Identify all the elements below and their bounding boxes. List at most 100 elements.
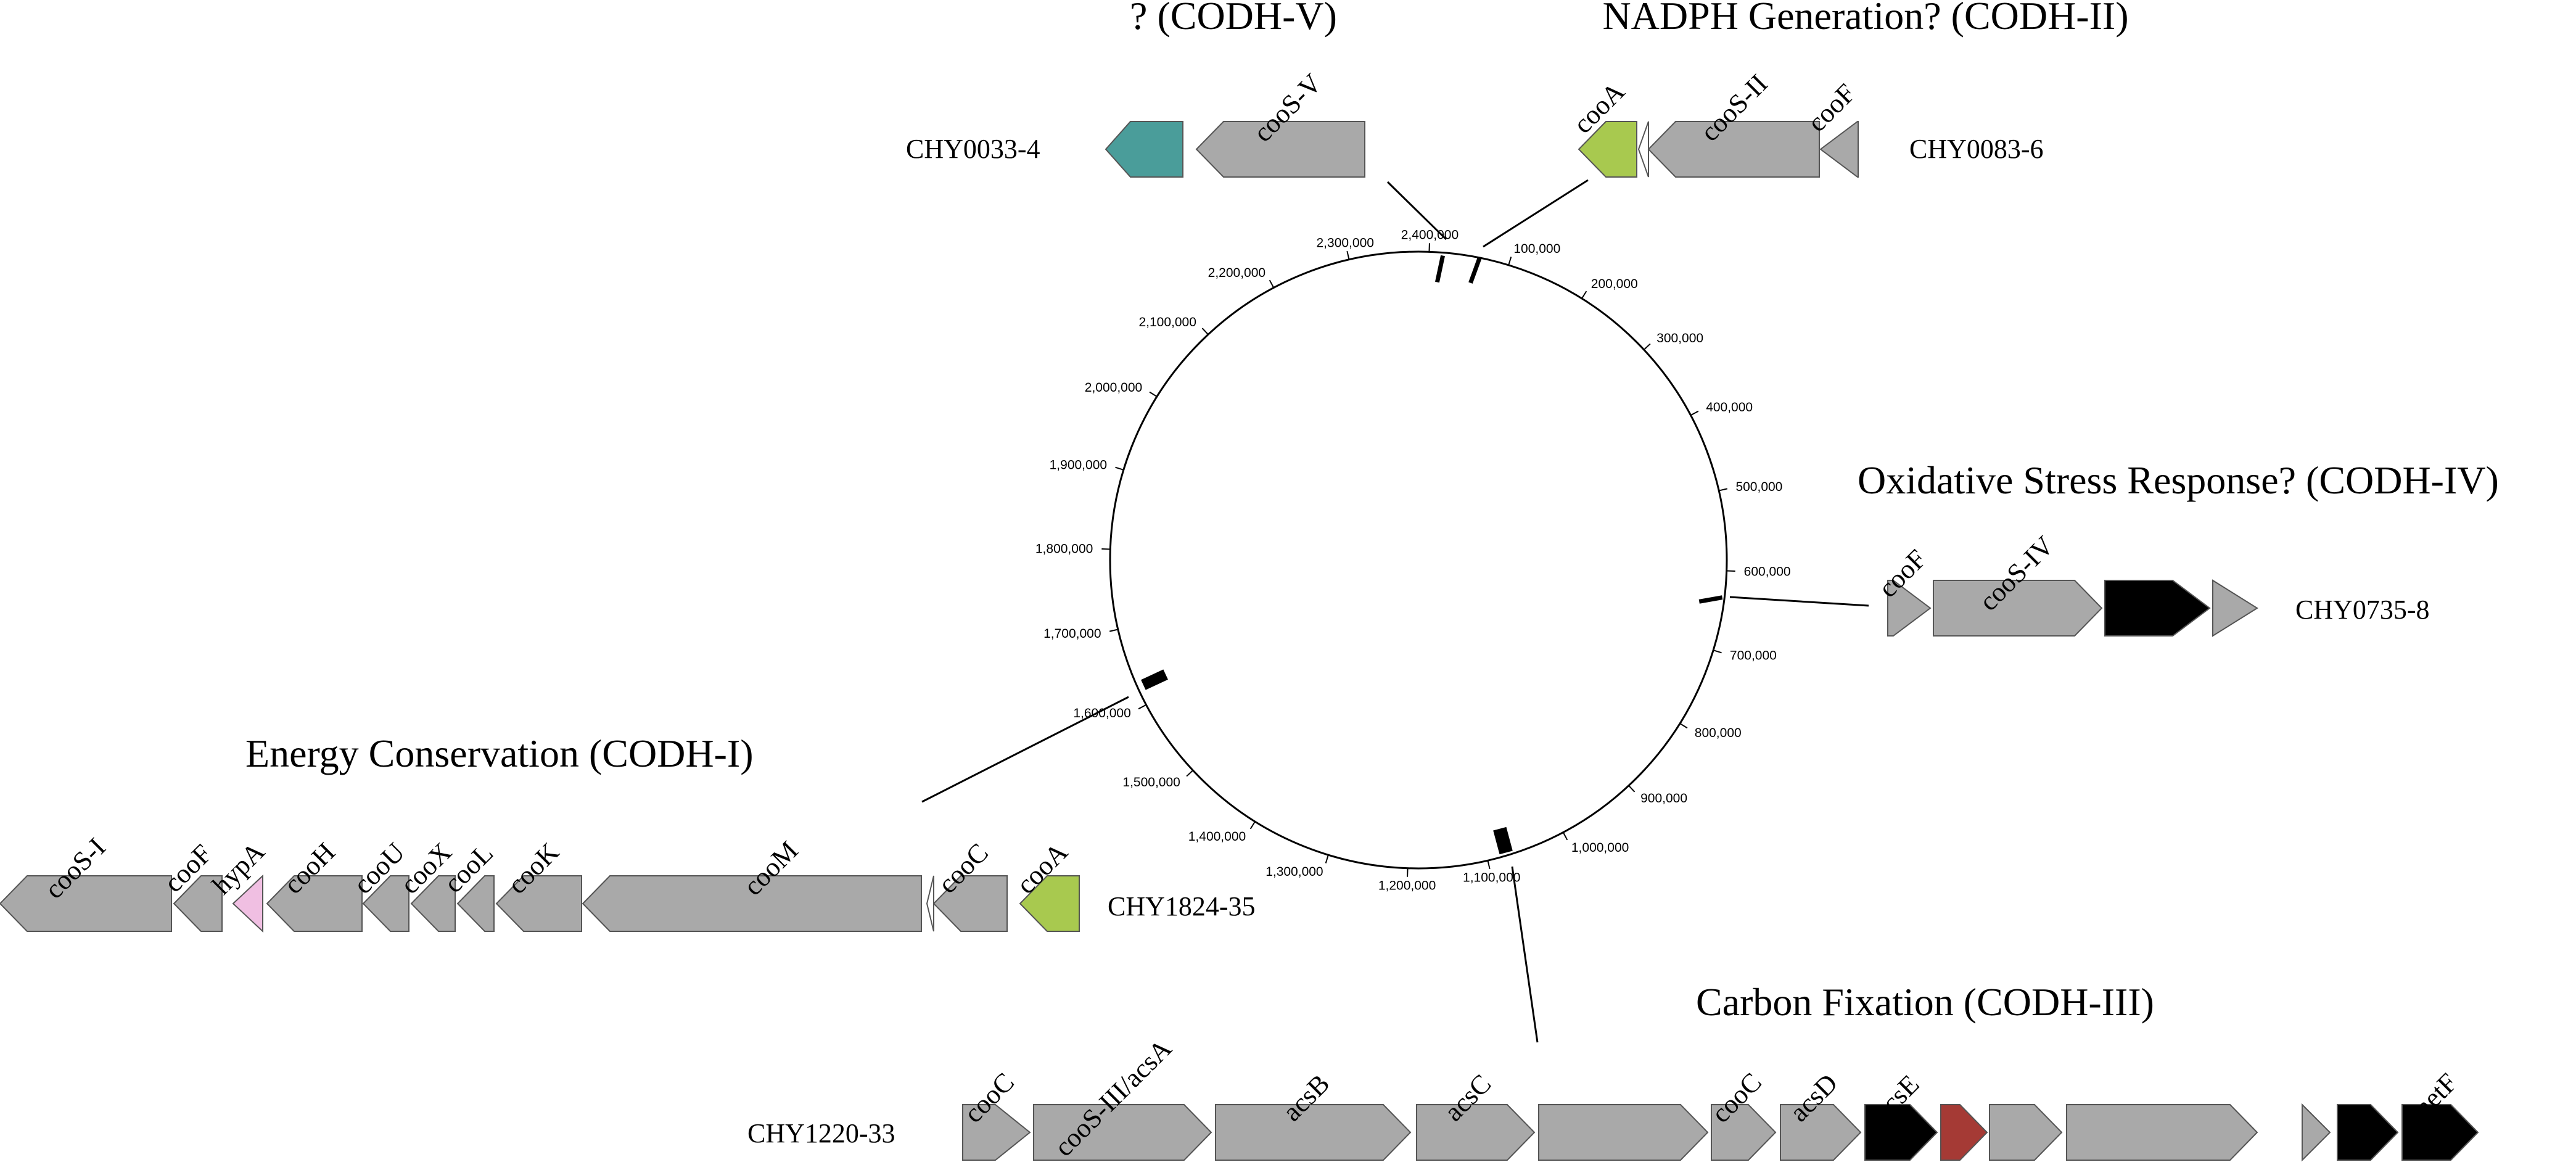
genome-tick-label: 1,200,000 — [1378, 879, 1436, 893]
gene-acsd-arrow — [1780, 1104, 1862, 1161]
connector-codh-v — [1386, 181, 1447, 241]
unlabeled-gene-arrow — [1637, 121, 1649, 178]
genome-tick — [1643, 343, 1651, 350]
connector-codh-ii — [1483, 179, 1589, 248]
gene-cooa-arrow — [1019, 875, 1080, 932]
genome-tick — [1186, 770, 1194, 777]
unlabeled-gene-arrow — [926, 875, 934, 932]
genome-tick — [1149, 391, 1158, 397]
genome-tick-label: 1,700,000 — [1043, 627, 1101, 641]
genome-tick-label: 1,900,000 — [1050, 458, 1107, 472]
gene-coof-arrow — [1887, 580, 1932, 637]
cluster-codh-iv: Oxidative Stress Response? (CODH-IV) CHY… — [1858, 458, 2499, 637]
marker-codh-v — [1435, 255, 1445, 283]
cluster-title-codh-iii: Carbon Fixation (CODH-III) — [1696, 980, 2154, 1024]
cluster-codh-ii: NADPH Generation? (CODH-II) CHY0083-6 co… — [1568, 0, 2129, 178]
marker-codh-iii — [1493, 826, 1513, 855]
genome-tick-label: 2,100,000 — [1138, 315, 1196, 329]
connector-codh-iii — [1511, 866, 1539, 1043]
genome-tick-label: 2,400,000 — [1401, 228, 1459, 242]
cluster-codh-i: Energy Conservation (CODH-I) CHY1824-35 … — [0, 731, 1256, 933]
unlabeled-gene-arrow — [1940, 1104, 1988, 1161]
genome-tick-label: 500,000 — [1735, 480, 1782, 494]
genome-tick — [1115, 466, 1124, 471]
gene-coom-arrow — [582, 875, 922, 932]
gene-coos-i-arrow — [0, 875, 172, 932]
genome-tick-label: 1,100,000 — [1463, 870, 1520, 884]
gene-coof-arrow — [173, 875, 223, 932]
gene-coos-iv-arrow — [1933, 580, 2103, 637]
cluster-codh-v: ? (CODH-V) CHY0033-4 cooS-V — [906, 0, 1365, 178]
marker-codh-iv — [1698, 595, 1723, 604]
cluster-title-codh-v: ? (CODH-V) — [1130, 0, 1337, 38]
marker-codh-ii — [1468, 257, 1482, 284]
unlabeled-gene-arrow — [2212, 579, 2258, 637]
marker-codh-i — [1141, 669, 1168, 690]
genome-tick-label: 2,000,000 — [1085, 381, 1142, 395]
circular-genome: 2,400,000 100,000 200,000 300,000 400,000 500… — [1035, 228, 1791, 892]
genome-tick-label: 1,600,000 — [1073, 706, 1130, 720]
gene-acse-arrow — [1864, 1104, 1938, 1161]
genome-tick — [1109, 628, 1119, 632]
unlabeled-gene-arrow — [2066, 1104, 2258, 1161]
genome-tick-label: 700,000 — [1730, 648, 1777, 662]
genome-tick — [1325, 854, 1329, 863]
locus-label-codh-ii: CHY0083-6 — [1909, 134, 2044, 164]
genome-tick-label: 1,800,000 — [1035, 542, 1093, 556]
unlabeled-gene-arrow — [2337, 1104, 2399, 1161]
genome-tick-label: 1,300,000 — [1265, 865, 1323, 879]
genome-tick — [1138, 704, 1146, 710]
connector-codh-iv — [1729, 596, 1869, 607]
genome-tick — [1487, 860, 1491, 870]
genome-tick — [1269, 279, 1275, 288]
genome-tick — [1346, 250, 1350, 260]
genome-tick-label: 400,000 — [1706, 400, 1753, 414]
cluster-title-codh-ii: NADPH Generation? (CODH-II) — [1602, 0, 2128, 38]
locus-label-codh-iv: CHY0735-8 — [2295, 595, 2430, 625]
genome-tick — [1508, 257, 1512, 266]
genome-tick-label: 200,000 — [1591, 277, 1638, 291]
genome-tick-label: 600,000 — [1744, 564, 1791, 579]
genome-circle — [1109, 250, 1728, 870]
genome-tick-labels: 2,400,000 100,000 200,000 300,000 400,000 500… — [1035, 228, 1791, 892]
gene-cooc-arrow — [932, 875, 1008, 932]
genome-tick-label: 1,000,000 — [1571, 841, 1629, 855]
genome-tick-label: 1,400,000 — [1188, 830, 1246, 844]
gene-cooh-arrow — [266, 875, 363, 932]
gene-coos-ii-arrow — [1647, 121, 1820, 178]
genome-tick-label: 2,300,000 — [1317, 236, 1374, 250]
genome-tick — [1628, 785, 1636, 793]
genome-tick-label: 1,500,000 — [1122, 775, 1180, 789]
cluster-title-codh-i: Energy Conservation (CODH-I) — [245, 731, 754, 775]
gene-hypa-arrow — [232, 874, 263, 933]
genome-tick-label: 800,000 — [1695, 726, 1742, 740]
gene-coos-iii-acsa-arrow — [1033, 1104, 1212, 1161]
gene-cool-arrow — [456, 875, 495, 932]
connector-codh-i — [921, 696, 1129, 803]
genome-tick — [1679, 723, 1688, 729]
cluster-title-codh-iv: Oxidative Stress Response? (CODH-IV) — [1858, 458, 2499, 502]
unlabeled-gene-arrow — [1989, 1104, 2063, 1161]
locus-label-codh-iii: CHY1220-33 — [747, 1118, 895, 1148]
unlabeled-gene-arrow — [1105, 121, 1183, 178]
unlabeled-gene-arrow — [1538, 1104, 1709, 1161]
genome-tick — [1718, 488, 1728, 492]
genome-tick — [1562, 832, 1568, 841]
gene-coou-arrow — [362, 875, 409, 932]
genome-tick — [1201, 328, 1209, 336]
gene-label-coof: cooF — [1872, 543, 1932, 603]
gene-coos-v-arrow — [1195, 121, 1365, 178]
cluster-position-markers — [1141, 255, 1723, 855]
gene-acsc-arrow — [1416, 1104, 1536, 1161]
gene-metf-arrow — [2401, 1104, 2479, 1161]
genome-tick-label: 300,000 — [1656, 331, 1703, 345]
genome-tick-label: 100,000 — [1513, 242, 1560, 256]
genome-tick-label: 2,200,000 — [1208, 266, 1265, 280]
gene-coox-arrow — [410, 875, 456, 932]
unlabeled-gene-arrow — [2302, 1103, 2331, 1162]
